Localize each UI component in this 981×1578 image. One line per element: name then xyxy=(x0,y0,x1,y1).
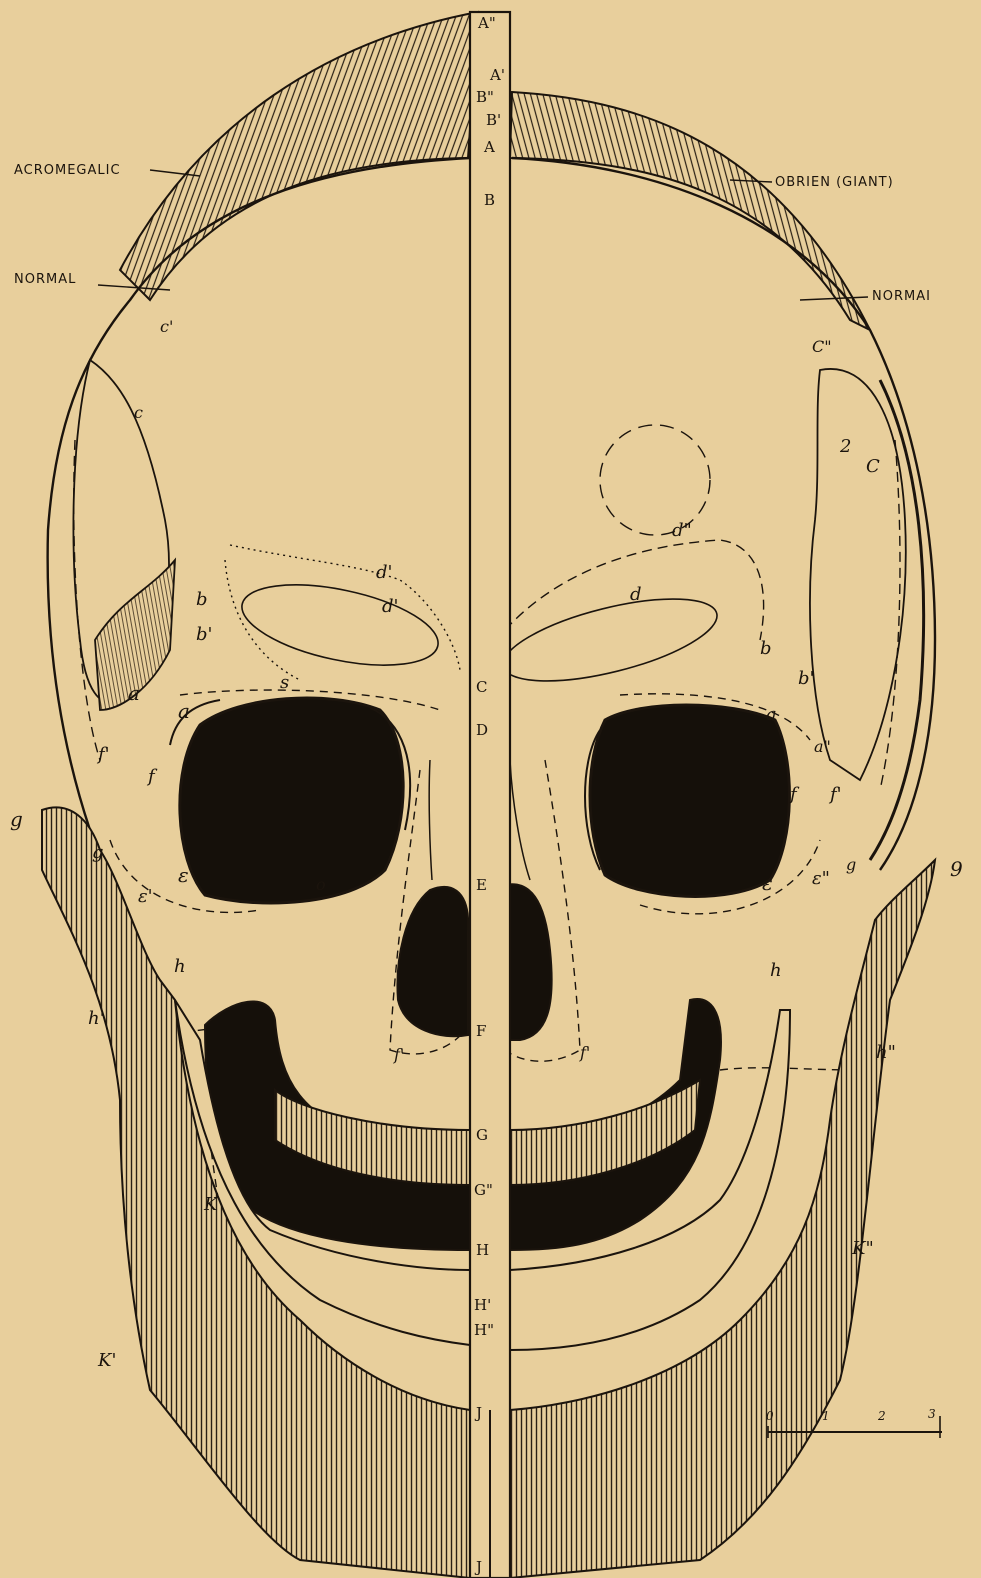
landmark-h-left: h xyxy=(174,956,186,977)
rod-label-A-top: A' xyxy=(489,66,505,84)
rod-label-E: E xyxy=(476,876,487,894)
landmark-h-right: h xyxy=(770,960,782,981)
rod-label-D: D xyxy=(476,721,488,739)
rod-label-b-prime: B' xyxy=(486,111,501,129)
dotted-brow-left-2 xyxy=(225,560,300,680)
landmark-g-left-outer: g xyxy=(10,807,23,831)
rod-body xyxy=(470,12,510,1578)
landmark-c-right-b: C xyxy=(866,456,880,477)
rod-label-G-prime: G" xyxy=(474,1181,493,1199)
landmark-e-right-a: ε xyxy=(762,871,773,895)
landmark-g-right-outer: 9 xyxy=(950,857,963,881)
rod-label-A: A xyxy=(483,138,495,156)
rod-label-B-prime: B" xyxy=(476,88,494,106)
orbit-left xyxy=(180,698,403,903)
landmark-d-right-a: d" xyxy=(672,520,692,541)
landmark-b-right: b xyxy=(760,638,772,659)
landmark-d-left-b: d' xyxy=(382,596,398,617)
landmark-o-mark: o xyxy=(316,875,326,894)
landmark-c-left-b: c xyxy=(134,403,143,422)
vault-band-right xyxy=(510,92,870,330)
landmark-f-left-nasal: f' xyxy=(393,1045,404,1064)
landmark-e-left-a: ε xyxy=(178,863,189,887)
caption-obrien: OBRIEN (GIANT) xyxy=(775,175,894,190)
rod-label-F: F xyxy=(476,1022,486,1040)
landmark-b-right-p: b' xyxy=(798,668,814,689)
landmark-s-mark: s xyxy=(280,672,289,693)
rod-label-G: G xyxy=(476,1126,488,1144)
rod-label-J-bottom: J xyxy=(474,1558,482,1576)
measuring-rod xyxy=(470,12,510,1578)
landmark-c-right-c: 2 xyxy=(839,436,851,457)
dotted-brow-left xyxy=(230,545,460,670)
caption-normal-right: NORMAI xyxy=(872,289,931,304)
landmark-e-right-b: ε" xyxy=(812,868,830,889)
landmark-f-left-b: f xyxy=(146,766,158,787)
rod-label-A-prime: A" xyxy=(477,14,496,32)
landmark-g-right-inner: g xyxy=(846,855,856,874)
rod-label-H-dprime: H" xyxy=(474,1321,494,1339)
rod-label-B: B xyxy=(484,191,495,209)
brow-ridge-left xyxy=(235,570,445,680)
landmark-d-right-b: d xyxy=(630,584,642,605)
landmark-g-left-inner: g xyxy=(92,842,104,863)
vault-band-left xyxy=(120,12,478,300)
landmark-h-right-p: h" xyxy=(876,1042,896,1063)
landmark-b-left: b xyxy=(196,589,208,610)
landmark-a-right-p: a" xyxy=(814,737,831,756)
nasal-left xyxy=(397,887,468,1036)
rod-label-C: C xyxy=(476,678,487,696)
landmark-a-left-inner: a xyxy=(178,699,190,723)
rod-label-J: J xyxy=(474,1404,482,1422)
scale-tick-1: 1 xyxy=(822,1409,830,1423)
landmark-d-left-a: d' xyxy=(376,562,392,583)
landmark-k-left-p: K' xyxy=(97,1350,116,1371)
brow-ridge-right xyxy=(496,582,725,697)
landmark-b-left-p: b' xyxy=(196,624,212,645)
landmark-a-right: a xyxy=(766,704,777,725)
landmark-c-left-a: c' xyxy=(160,317,173,336)
landmark-h-left-p: h' xyxy=(88,1008,105,1029)
dashed-circle-right xyxy=(600,425,710,535)
landmark-k-left: K xyxy=(203,1194,219,1215)
landmark-f-left-a: f' xyxy=(96,744,110,765)
landmark-f-right-nasal: f' xyxy=(579,1043,590,1062)
rod-label-H: H xyxy=(476,1241,489,1259)
caption-normal-left: NORMAL xyxy=(14,272,76,287)
rod-label-H-prime: H' xyxy=(474,1296,491,1314)
landmark-f-right-b: f' xyxy=(828,784,842,805)
orbit-right xyxy=(590,705,789,896)
landmark-a-left-outer: a xyxy=(128,681,140,705)
landmark-k-right: K" xyxy=(851,1238,874,1259)
caption-acromegalic: ACROMEGALIC xyxy=(14,163,121,178)
scale-tick-2: 2 xyxy=(877,1409,886,1423)
landmark-e-left-b: ε' xyxy=(138,886,153,907)
landmark-f-right-a: f xyxy=(788,784,800,805)
scale-tick-0: 0 xyxy=(766,1409,774,1423)
scale-tick-3: 3 xyxy=(928,1407,936,1421)
landmark-c-right-a: C" xyxy=(812,337,832,356)
